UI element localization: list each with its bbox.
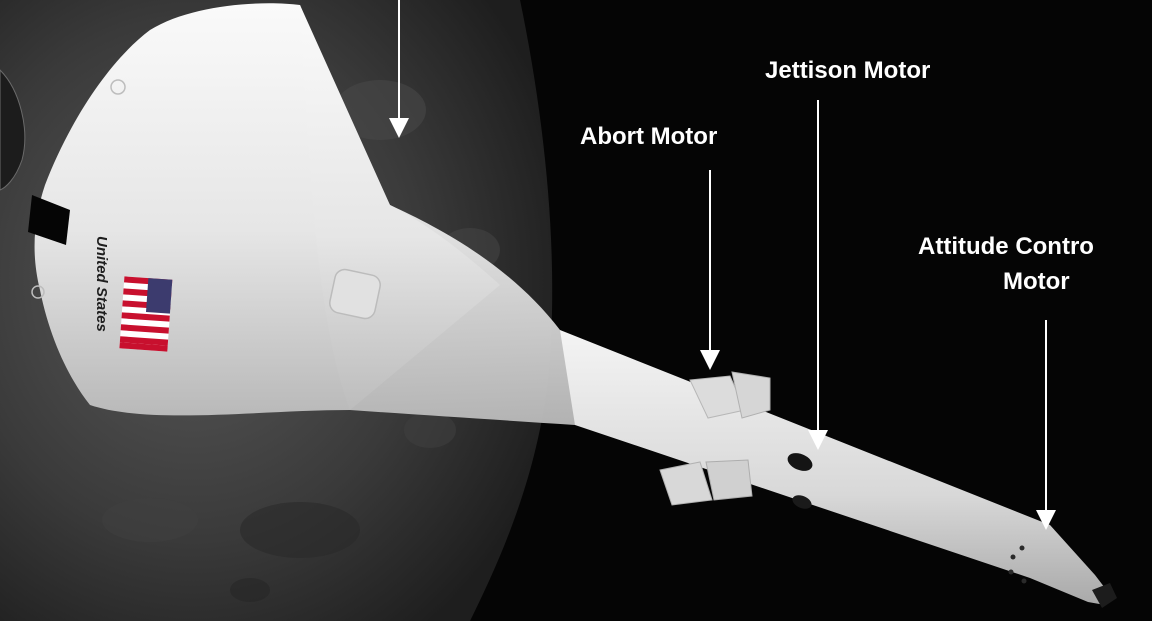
attitude-control-label-line2: Motor: [1003, 267, 1070, 297]
abort-motor-label: Abort Motor: [580, 122, 717, 152]
jettison-motor-label: Jettison Motor: [765, 56, 930, 86]
united-states-text: United States: [93, 236, 110, 332]
us-flag: [119, 276, 172, 351]
attitude-control-label-line1: Attitude Contro: [918, 232, 1094, 262]
